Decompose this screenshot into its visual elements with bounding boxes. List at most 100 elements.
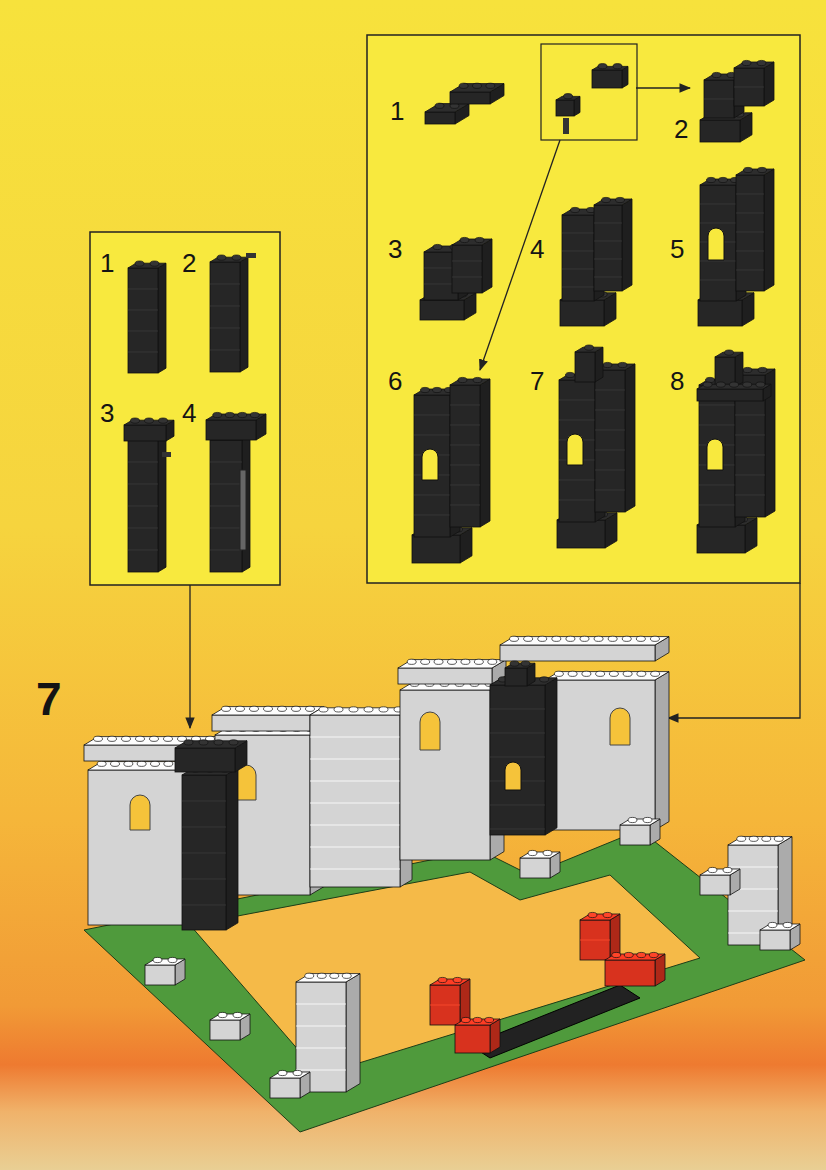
brick-seam bbox=[562, 233, 594, 234]
stud bbox=[716, 382, 725, 387]
brick-top bbox=[760, 924, 800, 930]
window-arch bbox=[610, 708, 630, 745]
stud bbox=[603, 362, 612, 367]
brick-seam bbox=[128, 331, 158, 332]
brick-seam bbox=[128, 550, 158, 551]
stud bbox=[510, 636, 519, 641]
brick-front bbox=[580, 920, 610, 960]
brick-seam bbox=[736, 251, 764, 252]
brick-seam bbox=[128, 352, 158, 353]
brick-seam bbox=[450, 465, 480, 466]
stud bbox=[238, 412, 247, 417]
brick-front bbox=[560, 300, 604, 326]
brick-seam bbox=[699, 505, 735, 506]
brick-stack bbox=[595, 362, 635, 512]
brick-seam bbox=[414, 435, 450, 436]
stud bbox=[131, 418, 140, 423]
brick-top bbox=[700, 869, 740, 875]
brick-seam bbox=[310, 869, 400, 870]
brick-side bbox=[622, 199, 632, 291]
stud bbox=[488, 659, 497, 664]
brick-seam bbox=[700, 204, 736, 205]
wall-top-plate bbox=[212, 706, 324, 731]
brick-seam bbox=[450, 445, 480, 446]
stud bbox=[758, 367, 767, 372]
stud bbox=[135, 261, 144, 266]
brick-top bbox=[592, 66, 628, 70]
stud bbox=[730, 382, 739, 387]
stud bbox=[199, 740, 208, 745]
stud bbox=[232, 255, 241, 260]
stud bbox=[603, 912, 612, 917]
top-brick bbox=[575, 345, 603, 382]
stud bbox=[421, 659, 430, 664]
brick-side bbox=[545, 678, 557, 835]
brick-top bbox=[145, 959, 185, 965]
brick-seam bbox=[414, 495, 450, 496]
low-brick bbox=[700, 867, 740, 895]
brick-seam bbox=[310, 737, 400, 738]
brick-seam bbox=[594, 277, 622, 278]
top-brick bbox=[715, 350, 743, 387]
stud bbox=[461, 1017, 470, 1022]
stud bbox=[758, 167, 767, 172]
brick-top bbox=[594, 199, 632, 205]
brick-front bbox=[210, 262, 240, 372]
stud bbox=[749, 836, 758, 841]
stud bbox=[707, 177, 716, 182]
top-brick bbox=[505, 661, 535, 686]
callout-number: 2 bbox=[674, 116, 688, 142]
callout-number: 4 bbox=[530, 236, 544, 262]
brick-front bbox=[425, 112, 455, 124]
brick-top bbox=[452, 239, 492, 245]
brick-seam bbox=[310, 825, 400, 826]
stud bbox=[588, 912, 597, 917]
stud bbox=[136, 736, 145, 741]
brick-front bbox=[545, 680, 655, 830]
brick-seam bbox=[595, 390, 625, 391]
stud bbox=[349, 707, 358, 712]
callout-number: 1 bbox=[390, 98, 404, 124]
brick-seam bbox=[559, 400, 595, 401]
stud bbox=[742, 60, 751, 65]
stud bbox=[293, 1070, 302, 1075]
stud bbox=[649, 952, 658, 957]
stud bbox=[379, 707, 388, 712]
small-brick bbox=[592, 64, 628, 88]
brick-seam bbox=[128, 462, 158, 463]
window-arch bbox=[130, 795, 150, 830]
brick-front bbox=[697, 525, 745, 553]
brick-top bbox=[545, 672, 669, 680]
stud bbox=[225, 412, 234, 417]
stud bbox=[723, 867, 732, 872]
brick-stack bbox=[736, 167, 774, 291]
brick-side bbox=[764, 62, 774, 106]
stud bbox=[153, 957, 162, 962]
brick-side bbox=[480, 379, 490, 527]
callout-number: 5 bbox=[670, 236, 684, 262]
brick-side bbox=[764, 169, 774, 291]
stud bbox=[613, 64, 622, 69]
window-arch bbox=[707, 439, 723, 470]
stud bbox=[434, 659, 443, 664]
brick-top bbox=[620, 819, 660, 825]
stud bbox=[342, 973, 351, 978]
callout-number: 2 bbox=[182, 250, 196, 276]
wall-top-plate bbox=[398, 659, 506, 684]
brick-seam bbox=[210, 328, 240, 329]
wall-section bbox=[545, 671, 669, 830]
stud bbox=[278, 1070, 287, 1075]
stud bbox=[564, 94, 573, 99]
stud bbox=[768, 922, 777, 927]
stud bbox=[250, 706, 259, 711]
brick-seam bbox=[736, 194, 764, 195]
brick-front bbox=[699, 385, 735, 527]
brick-top bbox=[450, 379, 490, 385]
stud bbox=[159, 418, 168, 423]
stud bbox=[637, 671, 646, 676]
stud bbox=[568, 671, 577, 676]
brick-seam bbox=[490, 757, 545, 758]
brick-seam bbox=[310, 847, 400, 848]
